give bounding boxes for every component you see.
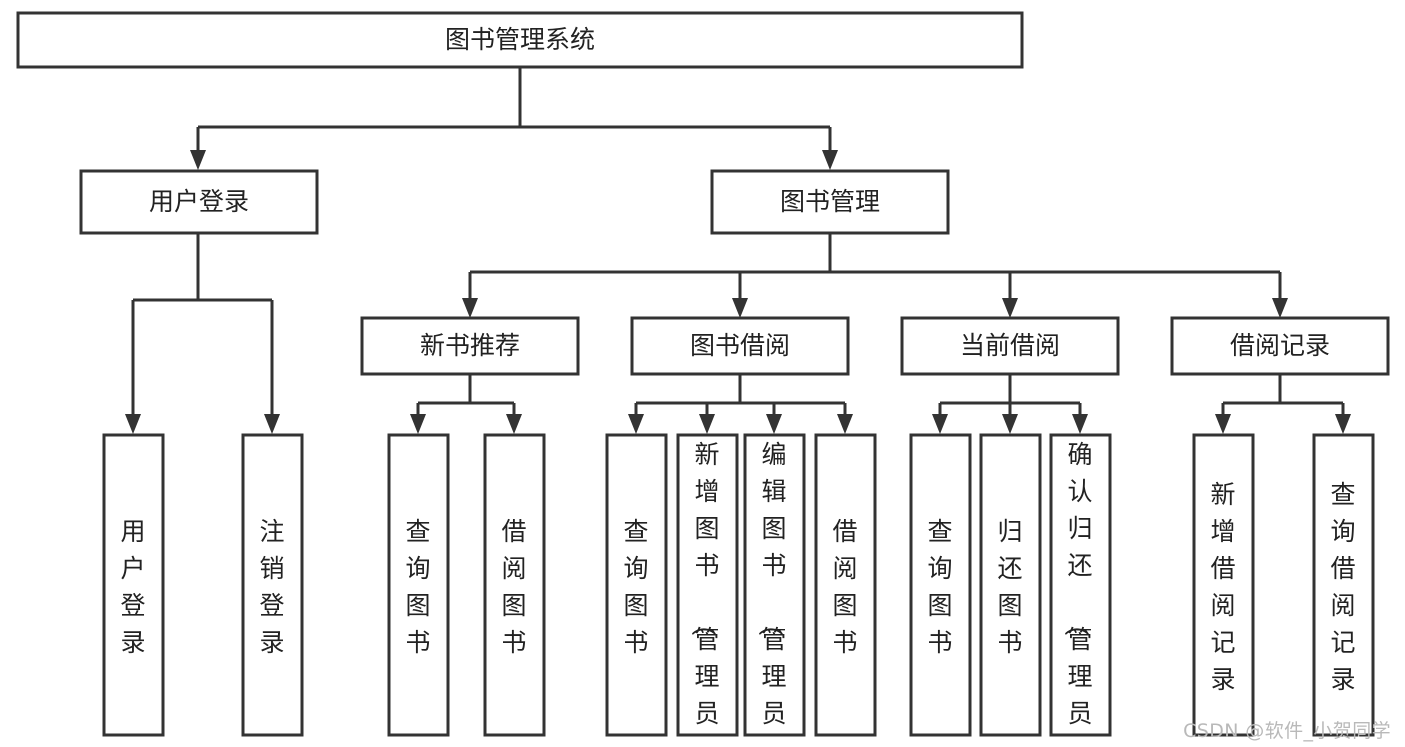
- arrowhead-leaf-query-book-1: [410, 414, 426, 434]
- node-leaf-logout-label: 注销登录: [259, 517, 284, 657]
- node-current-borrow-box[interactable]: [900, 316, 1120, 376]
- node-user-login-box[interactable]: [79, 169, 319, 235]
- node-leaf-edit-book[interactable]: 编辑图书（管理员）: [743, 433, 806, 747]
- arrowhead-book-borrow: [732, 298, 748, 318]
- node-new-book-rec[interactable]: 新书推荐: [360, 316, 580, 376]
- node-root-label: 图书管理系统: [445, 25, 595, 54]
- arrowhead-leaf-add-record: [1215, 414, 1231, 434]
- arrowhead-leaf-user-login: [125, 414, 141, 434]
- node-leaf-add-record[interactable]: 新增借阅记录: [1192, 433, 1255, 737]
- node-leaf-borrow-book-2[interactable]: 借阅图书: [814, 433, 877, 737]
- node-new-book-rec-box[interactable]: [360, 316, 580, 376]
- node-borrow-record-label: 借阅记录: [1230, 331, 1330, 360]
- node-leaf-query-book-2-label: 查询图书: [623, 517, 648, 657]
- node-leaf-query-book-1[interactable]: 查询图书: [387, 433, 450, 737]
- node-borrow-record[interactable]: 借阅记录: [1170, 316, 1390, 376]
- node-current-borrow[interactable]: 当前借阅: [900, 316, 1120, 376]
- node-book-manage-label: 图书管理: [780, 187, 880, 216]
- node-book-borrow-label: 图书借阅: [690, 331, 790, 360]
- node-leaf-add-book-label: 新增图书（管理员）: [688, 440, 719, 747]
- node-leaf-query-book-1-label: 查询图书: [405, 517, 430, 657]
- node-leaf-query-book-1-box[interactable]: [387, 433, 450, 737]
- watermark-label: CSDN @软件_小贺同学: [1183, 720, 1391, 742]
- node-book-borrow-box[interactable]: [630, 316, 850, 376]
- node-leaf-query-record[interactable]: 查询借阅记录: [1312, 433, 1375, 737]
- node-leaf-borrow-book-2-box[interactable]: [814, 433, 877, 737]
- node-leaf-edit-book-box[interactable]: [743, 433, 806, 737]
- node-leaf-return-book-label: 归还图书: [997, 517, 1022, 657]
- node-leaf-confirm-return-label: 确认归还（管理员）: [1061, 440, 1092, 747]
- node-book-borrow[interactable]: 图书借阅: [630, 316, 850, 376]
- node-book-manage[interactable]: 图书管理: [710, 169, 950, 235]
- node-leaf-add-record-label: 新增借阅记录: [1210, 480, 1235, 694]
- node-leaf-query-book-2-box[interactable]: [605, 433, 668, 737]
- node-leaf-return-book-box[interactable]: [979, 433, 1042, 737]
- node-leaf-borrow-book-1-box[interactable]: [483, 433, 546, 737]
- connector-layer: [125, 67, 1351, 434]
- node-leaf-add-book[interactable]: 新增图书（管理员）: [676, 433, 739, 747]
- node-leaf-edit-book-label: 编辑图书（管理员）: [755, 440, 786, 747]
- node-leaf-query-book-3[interactable]: 查询图书: [909, 433, 972, 737]
- node-root-box[interactable]: [16, 11, 1024, 69]
- node-leaf-query-book-3-label: 查询图书: [927, 517, 952, 657]
- node-leaf-logout-box[interactable]: [241, 433, 304, 737]
- node-leaf-query-book-3-box[interactable]: [909, 433, 972, 737]
- node-leaf-return-book[interactable]: 归还图书: [979, 433, 1042, 737]
- node-user-login[interactable]: 用户登录: [79, 169, 319, 235]
- arrowhead-leaf-borrow-book-1: [506, 414, 522, 434]
- arrowhead-book-manage: [822, 150, 838, 170]
- arrowhead-new-book-rec: [462, 298, 478, 318]
- arrowhead-leaf-logout: [264, 414, 280, 434]
- arrowhead-user-login: [190, 150, 206, 170]
- node-current-borrow-label: 当前借阅: [960, 331, 1060, 360]
- node-user-login-label: 用户登录: [149, 187, 249, 216]
- arrowhead-leaf-borrow-book-2: [837, 414, 853, 434]
- node-leaf-borrow-book-1-label: 借阅图书: [501, 517, 526, 657]
- node-leaf-borrow-book-1[interactable]: 借阅图书: [483, 433, 546, 737]
- node-book-manage-box[interactable]: [710, 169, 950, 235]
- node-leaf-borrow-book-2-label: 借阅图书: [832, 517, 857, 657]
- arrowhead-borrow-record: [1272, 298, 1288, 318]
- arrowhead-leaf-query-record: [1335, 414, 1351, 434]
- node-leaf-user-login[interactable]: 用户登录: [102, 433, 165, 737]
- node-leaf-query-book-2[interactable]: 查询图书: [605, 433, 668, 737]
- node-leaf-query-record-label: 查询借阅记录: [1330, 480, 1355, 694]
- arrowhead-leaf-return-book: [1002, 414, 1018, 434]
- arrowhead-leaf-query-book-2: [628, 414, 644, 434]
- node-leaf-user-login-box[interactable]: [102, 433, 165, 737]
- node-leaf-add-book-box[interactable]: [676, 433, 739, 737]
- node-leaf-add-record-box[interactable]: [1192, 433, 1255, 737]
- arrowhead-leaf-confirm-return: [1072, 414, 1088, 434]
- node-root[interactable]: 图书管理系统: [16, 11, 1024, 69]
- arrowhead-leaf-query-book-3: [932, 414, 948, 434]
- node-new-book-rec-label: 新书推荐: [420, 331, 520, 360]
- node-leaf-query-record-box[interactable]: [1312, 433, 1375, 737]
- node-leaf-confirm-return[interactable]: 确认归还（管理员）: [1049, 433, 1112, 747]
- arrowhead-leaf-edit-book: [766, 414, 782, 434]
- node-borrow-record-box[interactable]: [1170, 316, 1390, 376]
- arrowhead-leaf-add-book: [699, 414, 715, 434]
- node-leaf-logout[interactable]: 注销登录: [241, 433, 304, 737]
- node-leaf-user-login-label: 用户登录: [120, 517, 145, 657]
- arrowhead-current-borrow: [1002, 298, 1018, 318]
- node-leaf-confirm-return-box[interactable]: [1049, 433, 1112, 737]
